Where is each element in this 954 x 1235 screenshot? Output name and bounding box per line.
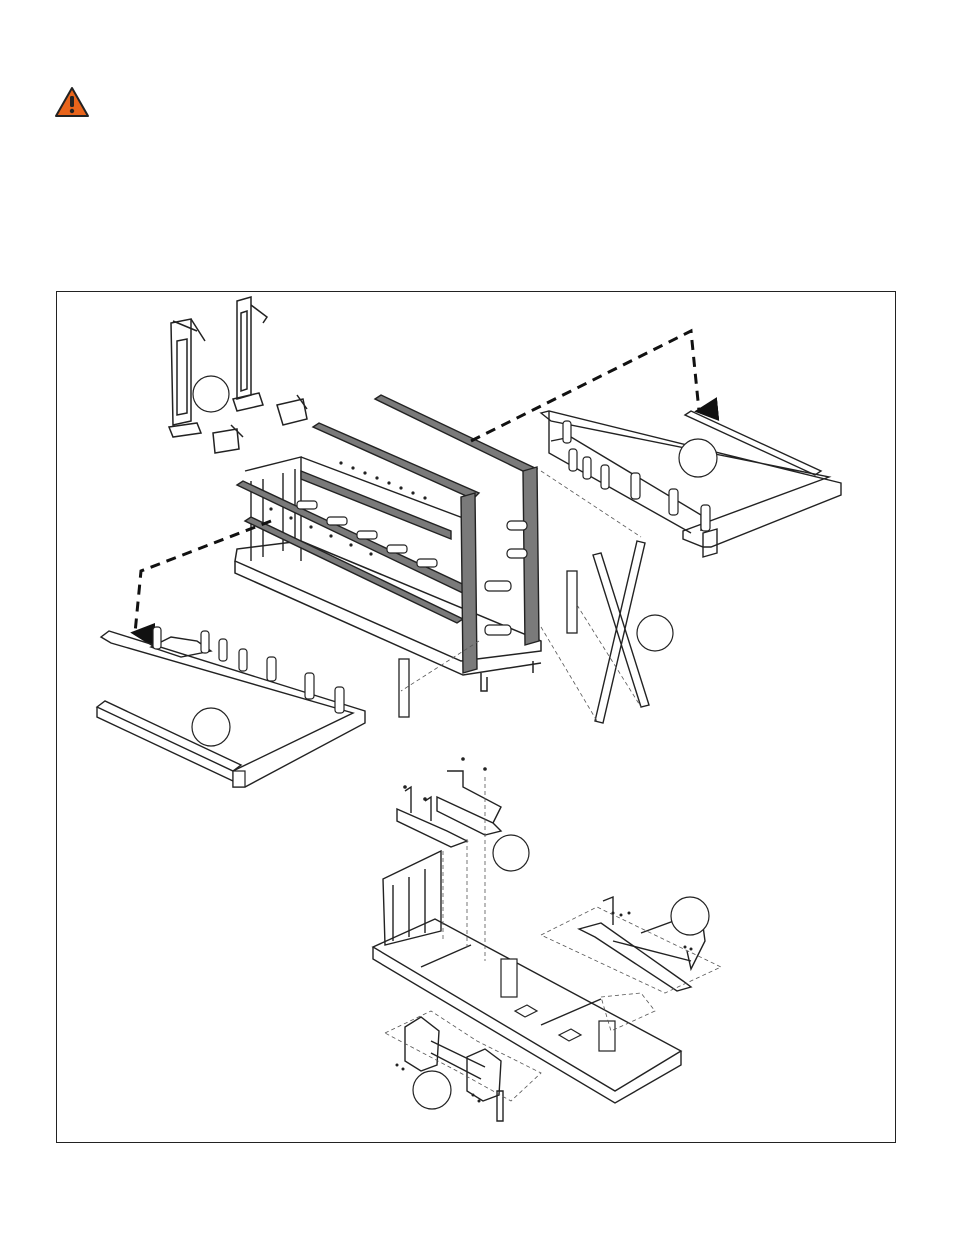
dashed-arrow-left [130, 519, 272, 647]
backrest-upright [382, 849, 442, 946]
callout-circle [670, 896, 710, 936]
callout-circle [678, 438, 718, 478]
alignment-lines [400, 470, 642, 722]
base-platform [371, 918, 683, 1104]
left-storage-tray [95, 630, 366, 788]
main-frame-pegs [296, 500, 528, 636]
small-bracket [212, 394, 308, 454]
callout-circle [636, 614, 674, 652]
callout-circle [412, 1070, 452, 1110]
lower-alignment-lines [384, 777, 722, 1102]
upright-bracket-right [232, 296, 269, 412]
bolts [395, 757, 693, 1103]
callout-circle [192, 375, 230, 413]
seat-brackets [396, 770, 503, 848]
callout-circle [191, 707, 231, 747]
left-tray-posts [152, 626, 345, 788]
assembly-diagram-frame [56, 291, 896, 1143]
main-frame-base [234, 540, 542, 692]
base-platform-blocks [500, 958, 616, 1052]
main-frame-holes [269, 461, 427, 556]
main-frame-dark-beams [235, 394, 540, 674]
upright-bracket-left [167, 318, 206, 438]
assembly-diagram [95, 296, 842, 1122]
leg-bracket-assembly [404, 1016, 504, 1122]
dashed-arrow-right [470, 328, 720, 443]
warning-icon [54, 86, 90, 118]
right-tray-posts [562, 420, 711, 532]
cross-brace [592, 540, 650, 724]
callout-circle [492, 834, 530, 872]
right-storage-tray [539, 410, 842, 558]
mounting-plates [398, 570, 578, 718]
